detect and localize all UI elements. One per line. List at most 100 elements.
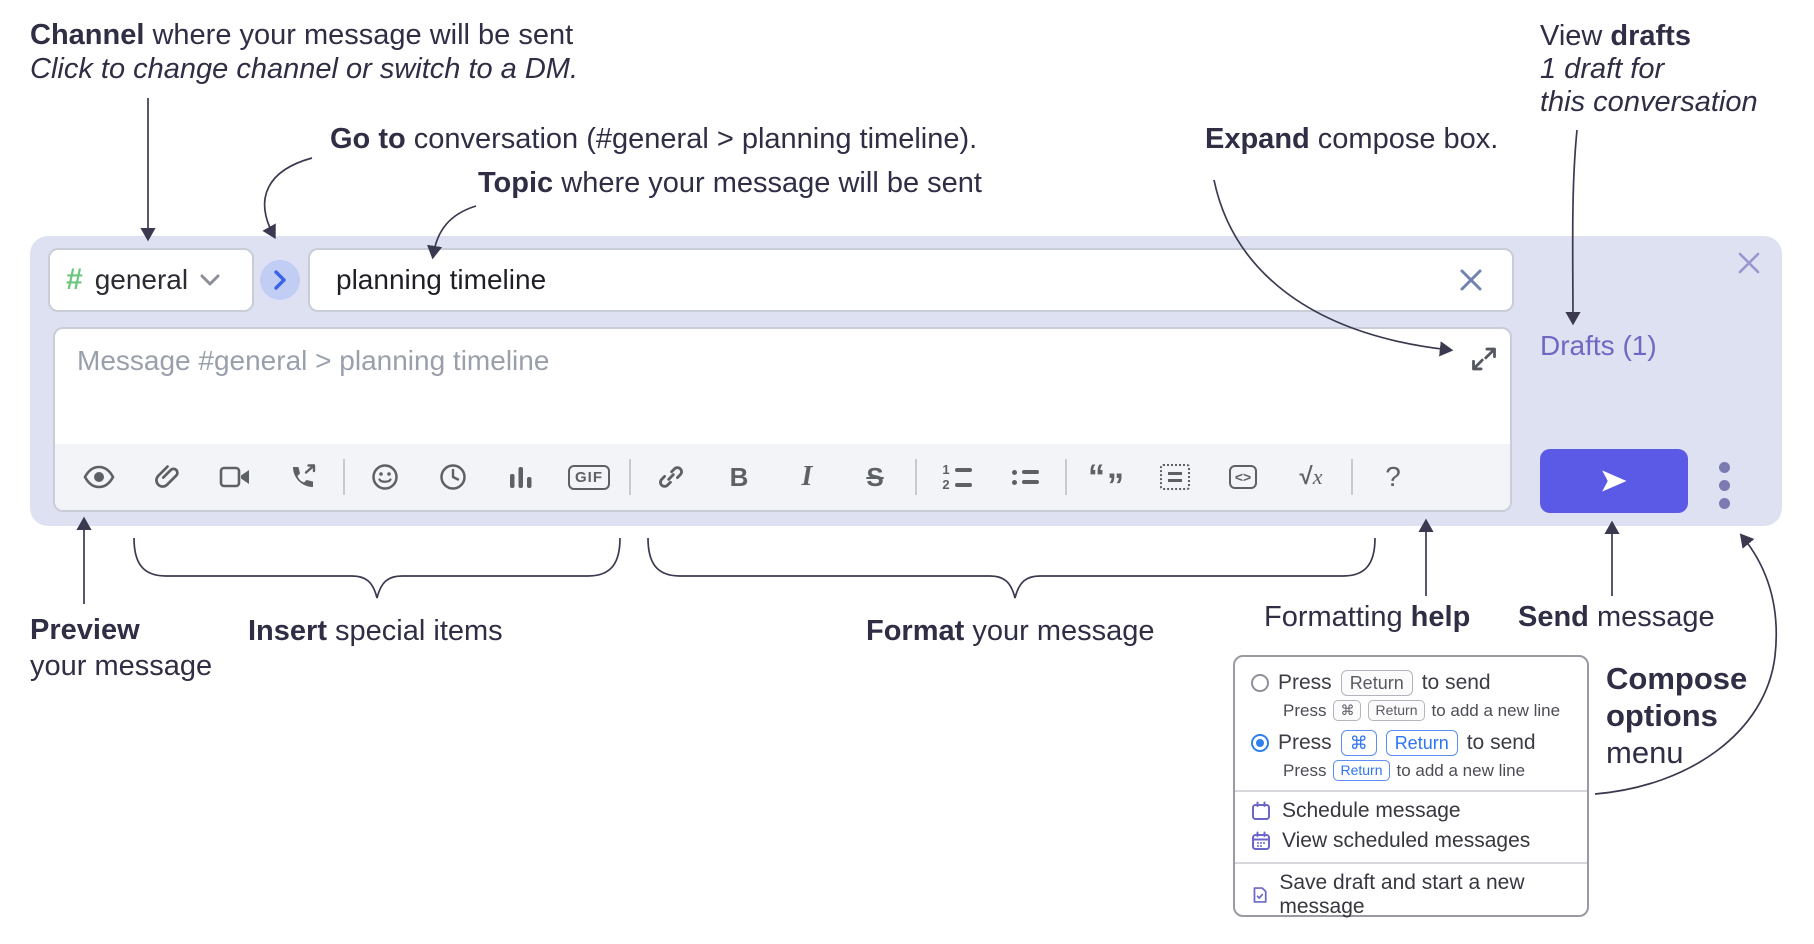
message-input[interactable]: Message #general > planning timeline: [53, 327, 1512, 512]
bulleted-list-button[interactable]: [1005, 455, 1045, 499]
send-button[interactable]: [1540, 449, 1688, 513]
compose-options-menu-button[interactable]: [1716, 462, 1732, 509]
menu-item-schedule-message[interactable]: Schedule message: [1251, 799, 1571, 823]
attach-file-button[interactable]: [147, 455, 187, 499]
ellipsis-dot: [1718, 480, 1730, 491]
annotation-preview: Preview your message: [30, 614, 213, 682]
send-option-cmd-return[interactable]: Press ⌘ Return to send: [1251, 730, 1571, 756]
toolbar-divider: [343, 459, 345, 495]
numbered-list-icon: 1 2: [942, 463, 972, 491]
emoji-button[interactable]: [365, 455, 405, 499]
question-mark-icon: ?: [1385, 461, 1401, 492]
bulleted-list-icon: [1011, 469, 1039, 485]
radio-unchecked[interactable]: [1251, 674, 1269, 692]
math-icon: √x: [1299, 463, 1323, 490]
annotation-view-drafts: View drafts 1 draft for this conversatio…: [1540, 20, 1758, 118]
link-button[interactable]: [651, 455, 691, 499]
toolbar-divider: [1351, 459, 1353, 495]
drafts-link[interactable]: Drafts (1): [1540, 330, 1657, 361]
compose-box: # general planning timeline Drafts (1) M…: [30, 236, 1782, 526]
channel-selector[interactable]: # general: [48, 248, 254, 312]
message-placeholder: Message #general > planning timeline: [77, 345, 550, 376]
italic-button[interactable]: I: [787, 455, 827, 499]
key-return: Return: [1340, 670, 1413, 696]
spoiler-button[interactable]: [1155, 455, 1195, 499]
topic-value: planning timeline: [336, 264, 547, 295]
calendar-grid-icon: [1252, 831, 1270, 850]
annotation-channel: Channel where your message will be sent …: [30, 19, 579, 85]
strikethrough-icon: S: [866, 461, 884, 492]
channel-hash-icon: #: [66, 263, 83, 296]
ellipsis-dot: [1718, 498, 1730, 509]
send-icon: [1602, 470, 1627, 492]
phone-call-icon: [293, 464, 316, 487]
draft-note-icon: [1253, 887, 1267, 903]
preview-eye-icon: [83, 465, 115, 489]
annotation-expand: Expand compose box.: [1205, 123, 1499, 155]
bold-button[interactable]: B: [719, 455, 759, 499]
ellipsis-dot: [1718, 462, 1730, 473]
send-option-return-sub: Press ⌘ Return to add a new line: [1283, 700, 1561, 721]
code-icon: <>: [1228, 465, 1258, 489]
global-time-button[interactable]: [433, 455, 473, 499]
toolbar-divider: [1065, 459, 1067, 495]
compose-options-popup: Press Return to send Press ⌘ Return to a…: [1233, 655, 1589, 919]
menu-item-view-scheduled[interactable]: View scheduled messages: [1251, 829, 1571, 853]
radio-checked[interactable]: [1251, 734, 1269, 752]
annotation-channel-bold: Channel: [30, 19, 145, 51]
annotation-go-to: Go to conversation (#general > planning …: [330, 123, 978, 155]
bold-icon: B: [729, 461, 749, 492]
toolbar-divider: [629, 459, 631, 495]
key-return: Return: [1333, 760, 1390, 781]
numbered-list-button[interactable]: 1 2: [937, 455, 977, 499]
video-call-button[interactable]: [215, 455, 255, 499]
key-return: Return: [1368, 700, 1425, 721]
gif-button[interactable]: GIF: [568, 455, 610, 499]
preview-button[interactable]: [79, 455, 119, 499]
chevron-right-icon: [274, 270, 286, 290]
poll-button[interactable]: [501, 455, 541, 499]
quote-button[interactable]: “”: [1087, 455, 1127, 505]
key-return: Return: [1385, 730, 1458, 756]
menu-divider: [1235, 862, 1587, 864]
formatting-help-button[interactable]: ?: [1373, 455, 1413, 499]
channel-name: general: [94, 264, 189, 295]
toolbar-divider: [915, 459, 917, 495]
send-option-return[interactable]: Press Return to send: [1251, 670, 1571, 696]
compose-toolbar: GIF B I S 1 2: [55, 444, 1510, 510]
clear-topic-button[interactable]: [1456, 265, 1486, 295]
annotation-compose-options: Compose options menu: [1606, 661, 1748, 770]
arrow-go-to: [262, 157, 313, 239]
math-button[interactable]: √x: [1291, 455, 1331, 499]
calendar-icon: [1252, 801, 1270, 820]
voice-call-button[interactable]: [283, 455, 323, 499]
code-button[interactable]: <>: [1223, 455, 1263, 499]
send-option-cmd-return-sub: Press Return to add a new line: [1283, 760, 1526, 781]
chevron-down-icon: [200, 274, 220, 286]
topic-input[interactable]: planning timeline: [308, 248, 1514, 312]
italic-icon: I: [801, 461, 813, 492]
expand-compose-button[interactable]: [1470, 345, 1498, 373]
annotation-format: Format your message: [866, 615, 1155, 647]
link-icon: [659, 466, 683, 488]
close-compose-button[interactable]: [1728, 242, 1770, 284]
bar-chart-icon: [510, 467, 532, 488]
close-icon: [1738, 252, 1760, 274]
annotation-insert: Insert special items: [248, 615, 503, 647]
strikethrough-button[interactable]: S: [855, 455, 895, 499]
menu-divider: [1235, 790, 1587, 792]
key-cmd: ⌘: [1340, 730, 1377, 756]
annotation-formatting-help: Formatting help: [1264, 601, 1471, 633]
quote-icon: “”: [1088, 458, 1126, 505]
smiley-icon: [372, 464, 398, 490]
spoiler-icon: [1160, 464, 1190, 490]
brace-format: [647, 537, 1376, 599]
gif-icon: GIF: [568, 464, 610, 490]
paperclip-icon: [155, 465, 179, 488]
menu-item-save-draft[interactable]: Save draft and start a new message: [1251, 871, 1571, 919]
annotation-send: Send message: [1518, 601, 1715, 633]
video-camera-icon: [219, 466, 249, 488]
go-to-conversation-button[interactable]: [260, 260, 300, 300]
annotation-topic: Topic where your message will be sent: [478, 167, 982, 199]
